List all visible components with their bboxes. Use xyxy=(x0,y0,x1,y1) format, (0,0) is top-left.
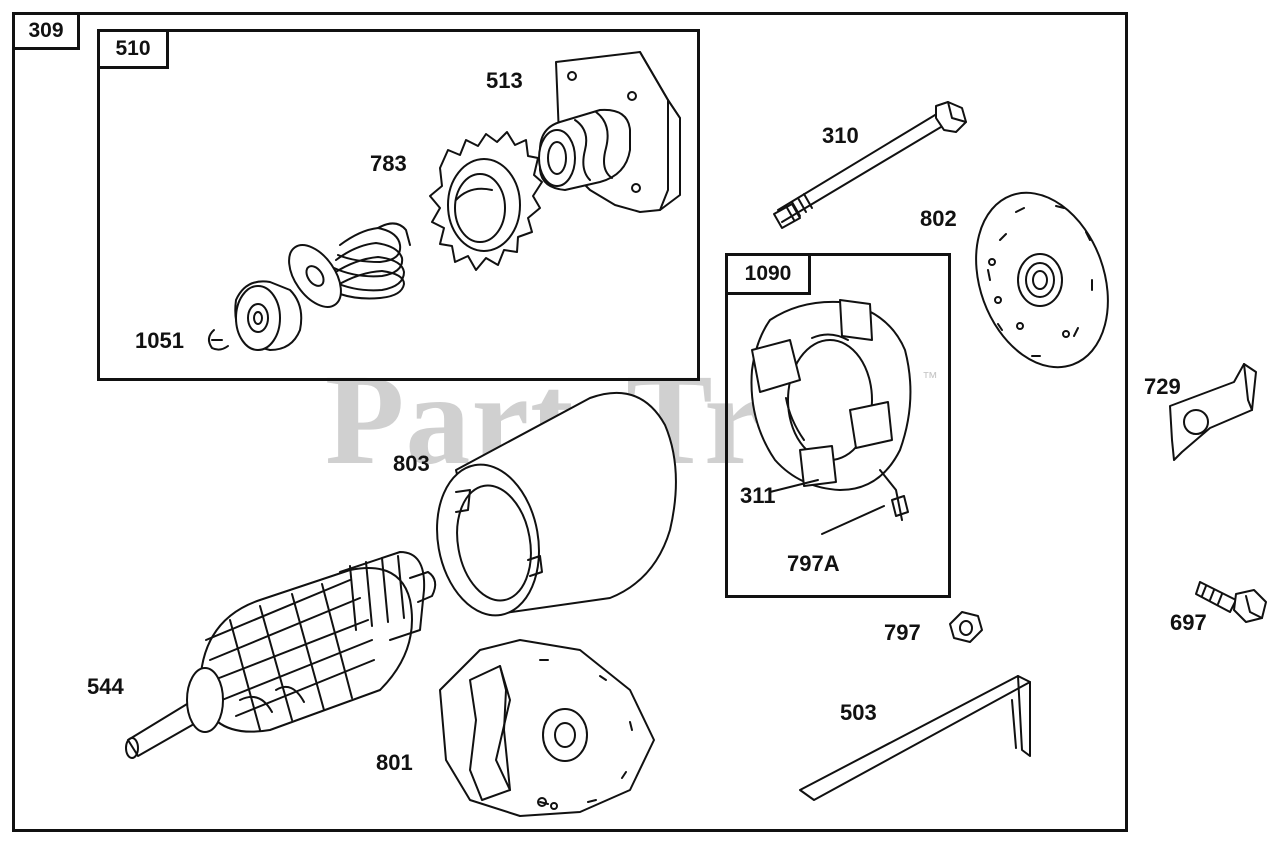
part-label-802[interactable]: 802 xyxy=(920,206,957,231)
brush-plate xyxy=(439,639,655,817)
part-label-797A[interactable]: 797A xyxy=(787,551,840,576)
part-label-503[interactable]: 503 xyxy=(840,700,877,725)
part-label-1051[interactable]: 1051 xyxy=(135,328,184,353)
frame-label-1090: 1090 xyxy=(725,253,811,295)
brush-retainer-tool xyxy=(799,675,1031,801)
brush-holder xyxy=(750,299,912,535)
part-label-310[interactable]: 310 xyxy=(822,123,859,148)
part-label-544[interactable]: 544 xyxy=(87,674,124,699)
frame-label-309: 309 xyxy=(12,12,80,50)
part-label-783[interactable]: 783 xyxy=(370,151,407,176)
part-label-311[interactable]: 311 xyxy=(740,483,776,508)
part-label-729[interactable]: 729 xyxy=(1144,374,1181,399)
pinion-gear xyxy=(429,131,543,271)
field-housing xyxy=(436,391,677,617)
armature xyxy=(125,551,437,759)
washer xyxy=(288,244,342,308)
bracket xyxy=(1169,363,1257,461)
part-label-801[interactable]: 801 xyxy=(376,750,413,775)
screw xyxy=(1195,581,1267,623)
nut xyxy=(949,611,983,643)
brush-kit-frame xyxy=(725,253,951,598)
part-label-697[interactable]: 697 xyxy=(1170,610,1207,635)
watermark-trademark: ™ xyxy=(922,370,938,387)
part-label-513[interactable]: 513 xyxy=(486,68,523,93)
part-label-803[interactable]: 803 xyxy=(393,451,430,476)
spring xyxy=(333,222,411,300)
end-plate xyxy=(975,191,1109,369)
frame-label-510: 510 xyxy=(97,29,169,69)
pinion-kit-frame xyxy=(97,29,700,381)
stop-collar xyxy=(234,280,303,351)
outer-frame xyxy=(12,12,1128,832)
retaining-ring xyxy=(208,329,229,351)
through-bolt xyxy=(773,101,967,229)
drive-end-cap xyxy=(538,51,681,213)
part-label-797[interactable]: 797 xyxy=(884,620,921,645)
